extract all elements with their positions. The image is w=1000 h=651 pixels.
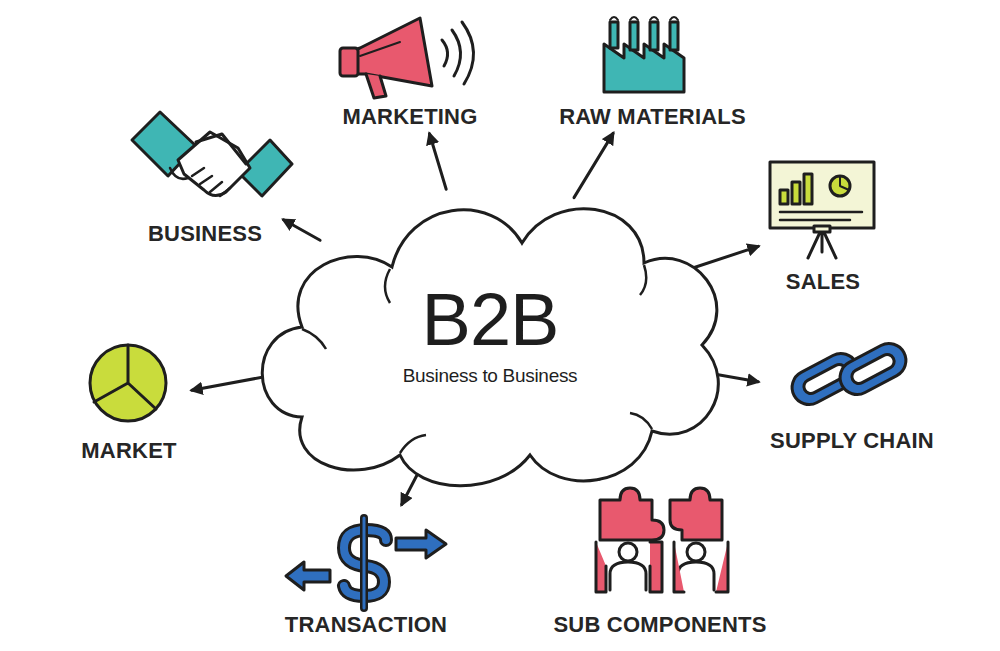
topic-label: MARKETING — [335, 104, 485, 130]
topic-label: SALES — [762, 269, 884, 295]
topic-node: SUPPLY CHAIN — [762, 342, 942, 454]
pie-chart-icon — [90, 345, 166, 421]
cloud-subtitle: Business to Business — [403, 365, 578, 387]
dollar-arrows-icon — [286, 518, 446, 608]
topic-node: MARKET — [70, 340, 188, 464]
topic-label: SUPPLY CHAIN — [762, 428, 942, 454]
arrow-connector — [574, 133, 613, 197]
handshake-icon — [132, 112, 292, 196]
arrow-connector — [430, 134, 447, 189]
topic-label: MARKET — [70, 438, 188, 464]
topic-label: TRANSACTION — [280, 612, 452, 638]
cloud-node: B2B Business to Business — [240, 165, 740, 505]
topic-node: SALES — [762, 155, 884, 295]
puzzle-people-icon — [596, 488, 728, 592]
topic-label: RAW MATERIALS — [555, 104, 750, 130]
topic-node: TRANSACTION — [280, 508, 452, 638]
cloud-text-area: B2B Business to Business — [240, 165, 740, 505]
topic-node: SUB COMPONENTS — [549, 482, 771, 638]
sales-board-icon — [770, 162, 874, 258]
chain-icon — [786, 338, 912, 411]
factory-icon — [604, 17, 684, 92]
arrow-connector — [402, 475, 417, 504]
topic-label: SUB COMPONENTS — [549, 612, 771, 638]
arrow-connector — [284, 220, 321, 240]
topic-node: MARKETING — [335, 8, 485, 130]
topic-node: BUSINESS — [130, 105, 280, 247]
megaphone-icon — [340, 18, 474, 98]
topic-node: RAW MATERIALS — [555, 8, 750, 130]
cloud-title: B2B — [422, 283, 559, 357]
topic-label: BUSINESS — [130, 221, 280, 247]
arrow-connector — [688, 246, 758, 269]
